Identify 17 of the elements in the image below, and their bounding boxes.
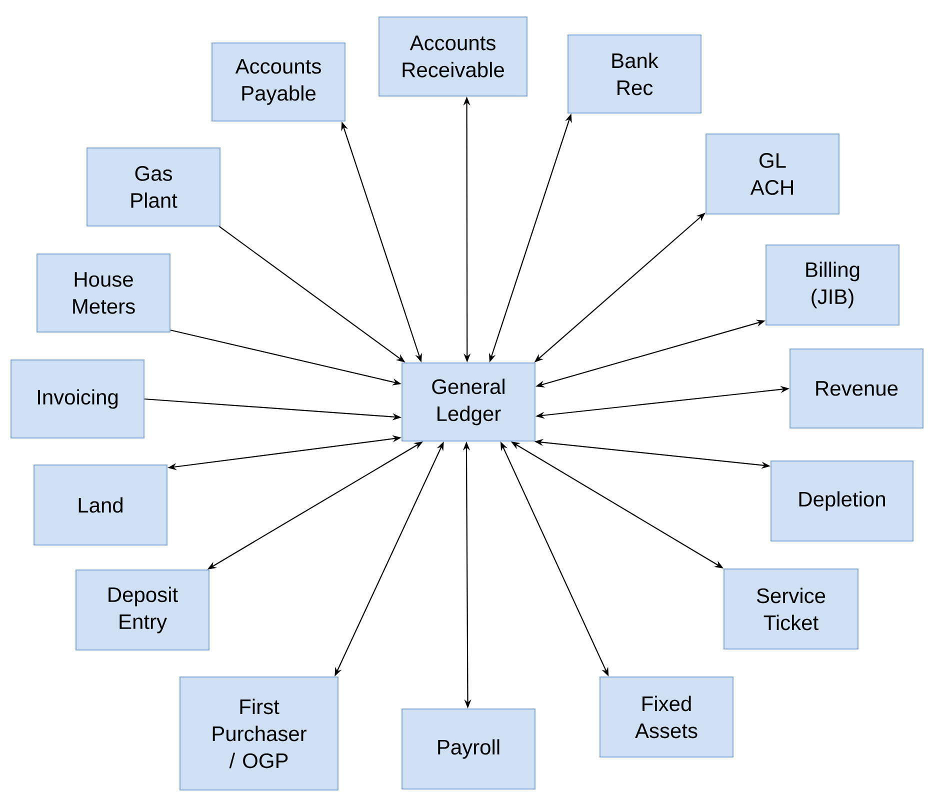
process-box: General Ledger (402, 362, 536, 442)
process-box: House Meters (36, 254, 170, 332)
process-box: First Purchaser / OGP (180, 676, 338, 790)
process-box: Payroll (402, 708, 536, 790)
process-box: Invoicing (10, 360, 144, 438)
process-box: Accounts Payable (212, 42, 346, 122)
process-box: Depletion (770, 460, 914, 542)
process-box: Fixed Assets (600, 676, 734, 758)
process-box: Deposit Entry (76, 569, 210, 650)
process-box: Revenue (790, 348, 924, 428)
process-box: GL ACH (706, 134, 840, 214)
process-box: Accounts Receivable (378, 16, 528, 96)
process-box: Bank Rec (568, 34, 702, 114)
process-box: Gas Plant (86, 148, 220, 226)
process-box: Service Ticket (724, 568, 858, 650)
process-box: Land (34, 464, 168, 546)
process-box: Billing (JIB) (766, 244, 900, 326)
